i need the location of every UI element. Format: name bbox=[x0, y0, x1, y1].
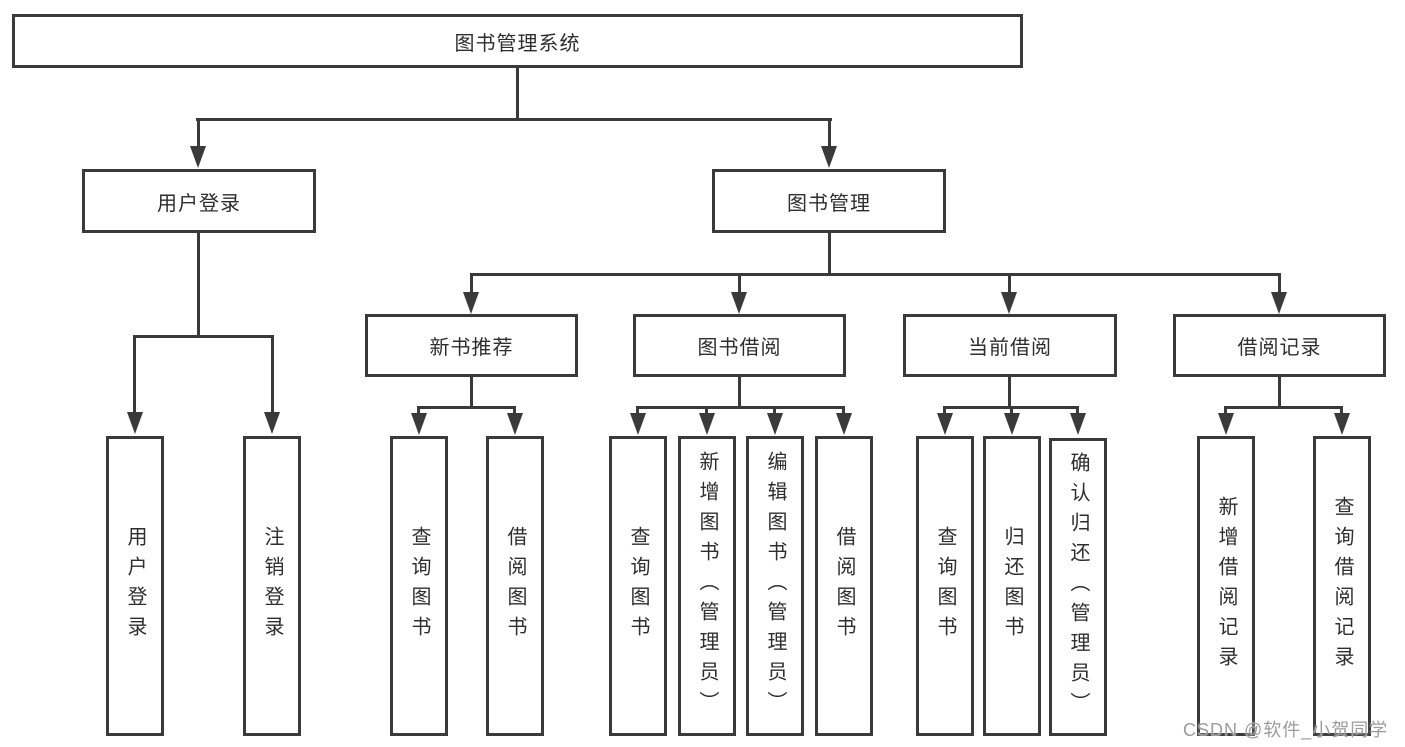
leaf-add-book-admin-label: 新增图书（管理员） bbox=[696, 451, 718, 721]
leaf-query-borrow-record: 查询借阅记录 bbox=[1313, 436, 1371, 736]
connector-line bbox=[636, 406, 639, 418]
connector-line bbox=[470, 273, 473, 295]
connector-line bbox=[516, 68, 519, 118]
connector-line bbox=[773, 406, 776, 418]
arrowhead bbox=[127, 412, 143, 434]
arrowhead bbox=[1218, 413, 1234, 435]
node-borrowing-records-label: 借阅记录 bbox=[1237, 337, 1322, 359]
leaf-query-books-borrowing: 查询图书 bbox=[609, 436, 667, 736]
connector-line bbox=[705, 406, 708, 418]
node-new-book-recommendation: 新书推荐 bbox=[365, 314, 578, 377]
node-book-borrowing-label: 图书借阅 bbox=[697, 337, 782, 359]
leaf-confirm-return-admin: 确认归还（管理员） bbox=[1049, 438, 1107, 736]
arrowhead bbox=[1070, 413, 1086, 435]
leaf-query-books-recommend-label: 查询图书 bbox=[408, 526, 430, 646]
node-book-management-label: 图书管理 bbox=[787, 192, 871, 215]
arrowhead bbox=[1004, 413, 1020, 435]
connector-line bbox=[1076, 406, 1079, 418]
connector-line bbox=[197, 118, 200, 148]
connector-line bbox=[1224, 406, 1227, 418]
arrowhead bbox=[411, 413, 427, 435]
connector-line bbox=[271, 335, 274, 415]
leaf-query-books-borrowing-label: 查询图书 bbox=[627, 526, 649, 646]
node-new-book-recommendation-label: 新书推荐 bbox=[429, 337, 514, 359]
connector-line bbox=[1008, 273, 1011, 295]
leaf-edit-book-admin-label: 编辑图书（管理员） bbox=[764, 451, 786, 721]
arrowhead bbox=[264, 412, 280, 434]
connector-line bbox=[197, 233, 200, 335]
connector-line bbox=[513, 406, 516, 418]
arrowhead bbox=[1334, 413, 1350, 435]
connector-line bbox=[828, 118, 831, 148]
leaf-add-borrow-record-label: 新增借阅记录 bbox=[1215, 496, 1237, 676]
node-current-borrowing-label: 当前借阅 bbox=[968, 337, 1052, 359]
connector-line bbox=[1278, 377, 1281, 406]
arrowhead bbox=[1001, 292, 1017, 314]
leaf-borrow-books-recommend-label: 借阅图书 bbox=[504, 526, 526, 646]
watermark-text: CSDN @软件_小贺同学 bbox=[1183, 720, 1389, 740]
node-book-borrowing: 图书借阅 bbox=[633, 314, 846, 377]
arrowhead bbox=[937, 413, 953, 435]
arrowhead bbox=[630, 413, 646, 435]
connector-line bbox=[1008, 377, 1011, 406]
connector-line bbox=[470, 273, 1281, 276]
connector-line bbox=[470, 377, 473, 406]
arrowhead bbox=[821, 146, 837, 168]
connector-line bbox=[1010, 406, 1013, 418]
connector-line bbox=[1224, 406, 1343, 409]
leaf-logout-label: 注销登录 bbox=[261, 526, 283, 646]
connector-line bbox=[828, 233, 831, 273]
connector-line bbox=[738, 377, 741, 406]
node-user-login: 用户登录 bbox=[82, 169, 316, 233]
connector-line bbox=[417, 406, 516, 409]
leaf-user-login-label: 用户登录 bbox=[124, 526, 146, 646]
connector-line bbox=[417, 406, 420, 418]
connector-line bbox=[133, 335, 136, 415]
leaf-borrow-books-recommend: 借阅图书 bbox=[486, 436, 544, 736]
arrowhead bbox=[507, 413, 523, 435]
leaf-confirm-return-admin-label: 确认归还（管理员） bbox=[1067, 452, 1089, 722]
leaf-query-books-current: 查询图书 bbox=[916, 436, 974, 736]
arrowhead bbox=[1271, 292, 1287, 314]
leaf-add-borrow-record: 新增借阅记录 bbox=[1197, 436, 1255, 736]
leaf-edit-book-admin: 编辑图书（管理员） bbox=[746, 436, 804, 736]
arrowhead bbox=[463, 292, 479, 314]
node-user-login-label: 用户登录 bbox=[157, 192, 241, 215]
arrowhead bbox=[767, 413, 783, 435]
leaf-query-books-recommend: 查询图书 bbox=[390, 436, 448, 736]
connector-line bbox=[196, 118, 832, 121]
leaf-logout: 注销登录 bbox=[243, 436, 301, 736]
arrowhead bbox=[836, 413, 852, 435]
leaf-query-books-current-label: 查询图书 bbox=[934, 526, 956, 646]
connector-line bbox=[1278, 273, 1281, 295]
connector-line bbox=[1340, 406, 1343, 418]
node-book-management: 图书管理 bbox=[712, 169, 946, 233]
connector-line bbox=[636, 406, 845, 409]
leaf-return-book-label: 归还图书 bbox=[1001, 526, 1023, 646]
leaf-borrow-books-borrowing-label: 借阅图书 bbox=[833, 526, 855, 646]
node-root-label: 图书管理系统 bbox=[454, 32, 581, 55]
leaf-query-borrow-record-label: 查询借阅记录 bbox=[1331, 496, 1353, 676]
connector-line bbox=[738, 273, 741, 295]
leaf-return-book: 归还图书 bbox=[983, 436, 1041, 736]
node-root: 图书管理系统 bbox=[12, 14, 1023, 68]
leaf-user-login: 用户登录 bbox=[106, 436, 164, 736]
node-borrowing-records: 借阅记录 bbox=[1173, 314, 1386, 377]
connector-line bbox=[133, 335, 274, 338]
arrowhead bbox=[699, 413, 715, 435]
connector-line bbox=[842, 406, 845, 418]
arrowhead bbox=[731, 292, 747, 314]
leaf-add-book-admin: 新增图书（管理员） bbox=[678, 436, 736, 736]
connector-line bbox=[943, 406, 946, 418]
arrowhead bbox=[190, 146, 206, 168]
node-current-borrowing: 当前借阅 bbox=[903, 314, 1117, 377]
leaf-borrow-books-borrowing: 借阅图书 bbox=[815, 436, 873, 736]
